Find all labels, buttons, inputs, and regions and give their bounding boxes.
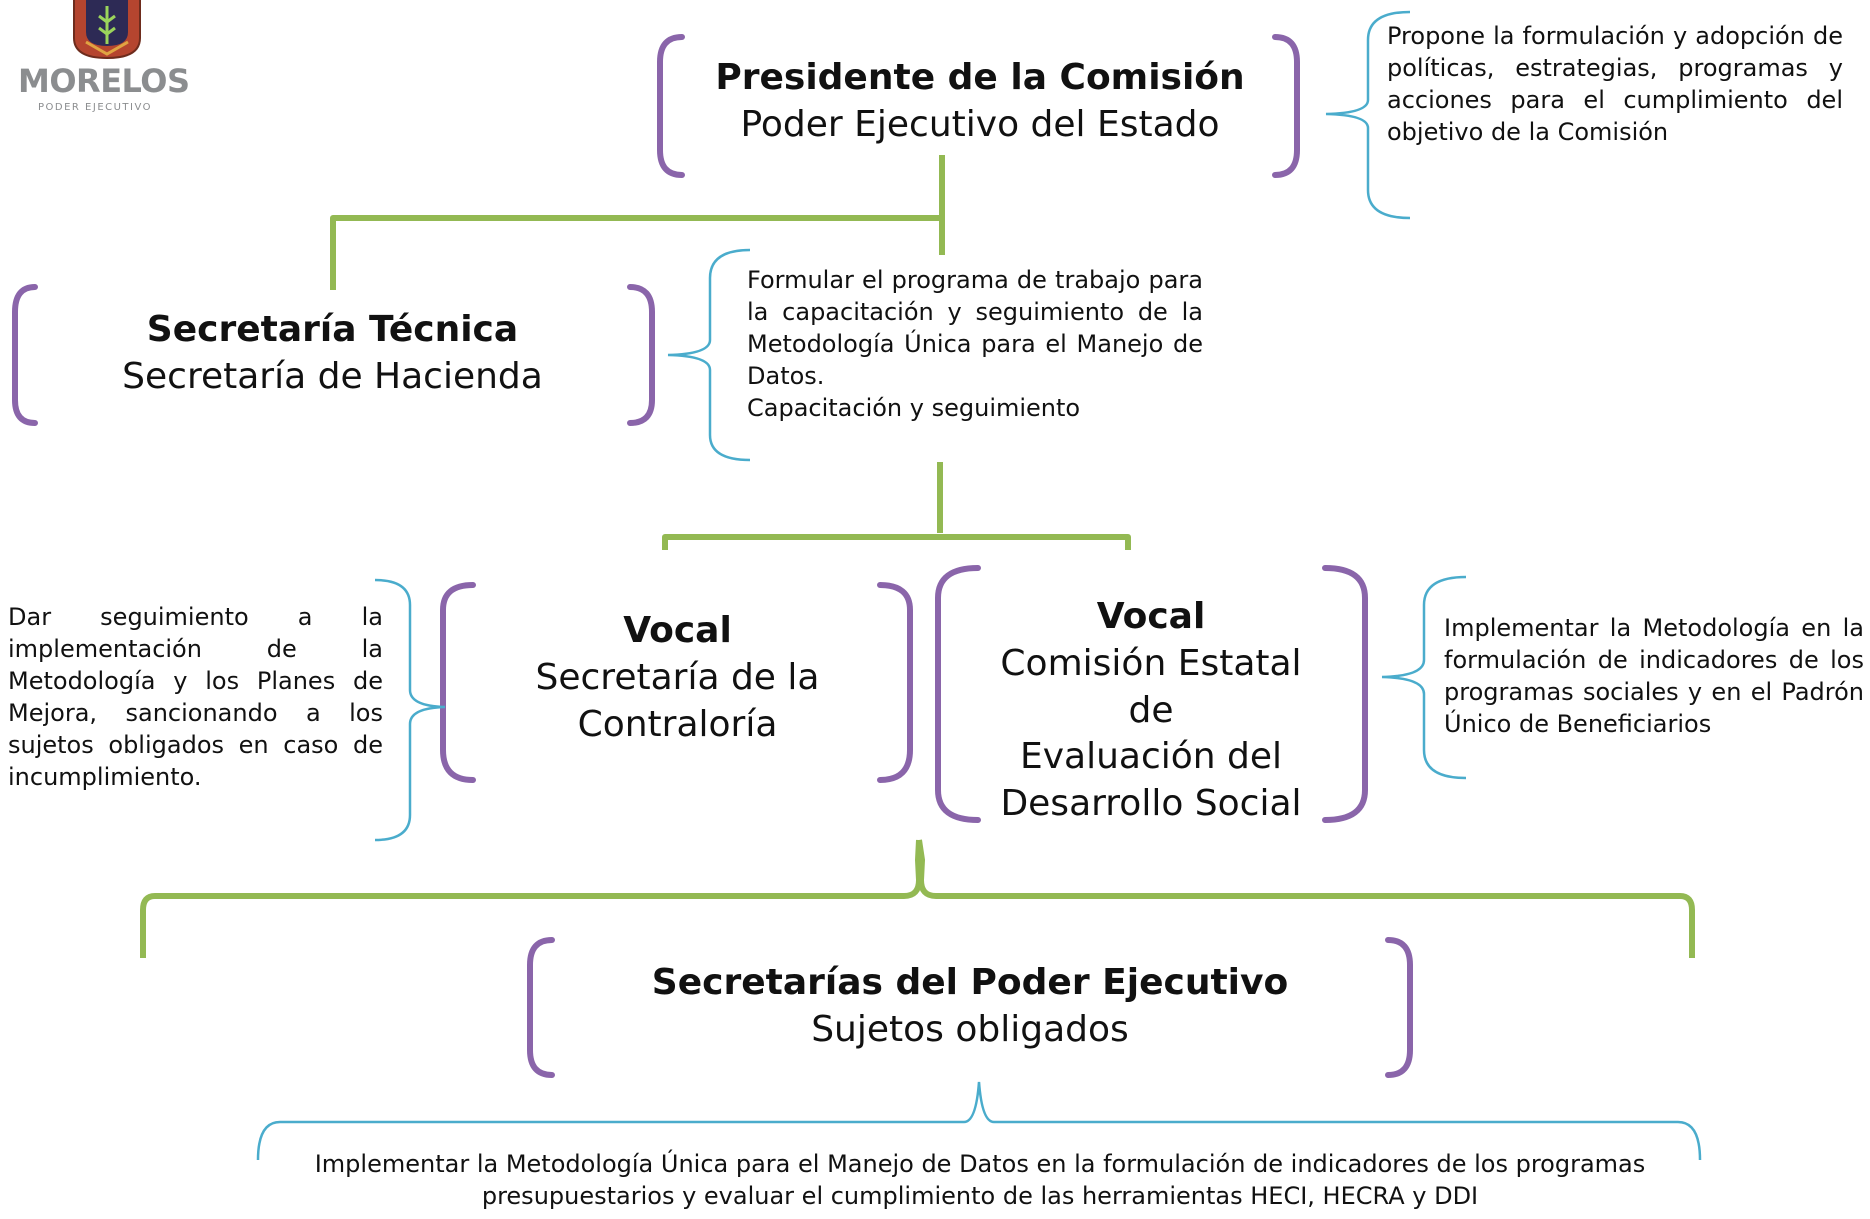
brace-coneval	[1381, 575, 1467, 780]
node-secretarias: Secretarías del Poder Ejecutivo Sujetos …	[560, 960, 1380, 1054]
brace-tecnica	[667, 248, 751, 462]
bracket-presidente-left	[657, 34, 685, 178]
node-title: Presidente de la Comisión	[715, 57, 1245, 98]
node-vocal-coneval: Vocal Comisión Estatal de Evaluación del…	[978, 594, 1324, 828]
node-line: Secretaría de Hacienda	[122, 355, 543, 397]
node-line: Desarrollo Social	[1000, 783, 1302, 825]
logo-wordmark: MORELOS	[18, 62, 190, 100]
node-line: Comisión Estatal de	[1000, 642, 1302, 731]
bracket-coneval-right	[1322, 565, 1368, 823]
logo-subtitle: PODER EJECUTIVO	[38, 102, 153, 113]
node-vocal-contraloria: Vocal Secretaría de la Contraloría	[480, 608, 875, 748]
desc-secretarias: Implementar la Metodología Única para el…	[314, 1150, 1646, 1210]
bracket-coneval-left	[935, 565, 981, 823]
connector-presidente-tecnica	[330, 155, 945, 290]
node-line: Secretaría de la	[535, 656, 820, 698]
node-line: Poder Ejecutivo del Estado	[740, 103, 1220, 145]
desc-tecnica-main: Formular el programa de trabajo para la …	[747, 266, 1203, 390]
shield-icon	[73, 0, 141, 60]
node-presidente: Presidente de la Comisión Poder Ejecutiv…	[690, 55, 1270, 149]
bracket-contraloria-right	[877, 582, 913, 783]
morelos-logo: MORELOS PODER EJECUTIVO	[0, 0, 200, 120]
bracket-tecnica-left	[12, 284, 38, 426]
node-line: Evaluación del	[1019, 736, 1283, 778]
bracket-contraloria-left	[440, 582, 476, 783]
node-line: Sujetos obligados	[811, 1008, 1129, 1050]
desc-presidente: Propone la formulación y adopción de pol…	[1387, 22, 1843, 146]
bracket-tecnica-right	[627, 284, 655, 426]
desc-tecnica: Formular el programa de trabajo para la …	[747, 264, 1203, 424]
node-title: Secretarías del Poder Ejecutivo	[651, 962, 1289, 1003]
node-title: Vocal	[623, 610, 732, 651]
brace-contraloria	[374, 578, 446, 842]
node-tecnica: Secretaría Técnica Secretaría de Haciend…	[45, 307, 620, 401]
bracket-secretarias-right	[1385, 937, 1413, 1078]
desc-contraloria: Dar seguimiento a la implementación de l…	[8, 603, 383, 791]
node-title: Vocal	[1096, 596, 1206, 637]
connector-tecnica-vocales	[662, 462, 1131, 550]
connector-vocales-secretarias	[140, 839, 1695, 958]
node-title: Secretaría Técnica	[146, 309, 519, 350]
brace-presidente	[1325, 10, 1411, 220]
desc-tecnica-sub: Capacitación y seguimiento	[747, 394, 1081, 422]
bracket-presidente-right	[1272, 34, 1300, 178]
bracket-secretarias-left	[527, 937, 555, 1078]
node-line: Contraloría	[577, 703, 778, 745]
desc-coneval: Implementar la Metodología en la formula…	[1444, 614, 1864, 738]
brace-secretarias	[256, 1081, 1702, 1161]
